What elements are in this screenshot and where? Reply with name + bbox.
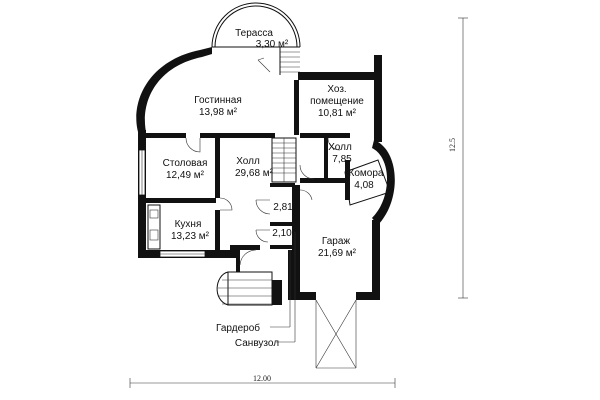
height-dimension: 12.5: [448, 138, 457, 152]
garage-name: Гараж: [322, 236, 351, 247]
terrace-name: Терасса: [235, 28, 273, 39]
hall-main-area: 29,68 м²: [235, 168, 274, 179]
interior-walls: [146, 80, 350, 300]
utility-area: 10,81 м²: [318, 108, 357, 119]
callout-leaders: [270, 232, 296, 343]
wardrobe-callout: Гардероб: [216, 322, 260, 334]
dining-name: Столовая: [163, 158, 208, 169]
doors: [185, 137, 341, 266]
windows: [138, 149, 206, 258]
dimension-lines: [129, 17, 468, 388]
closet-a-area: 2,81: [273, 202, 293, 213]
terrace-outline: [211, 2, 301, 75]
garage-area: 21,69 м²: [318, 248, 357, 259]
interior-stairs: [271, 137, 297, 183]
utility-name-line2: помещение: [310, 96, 364, 107]
pantry-name: Комора: [349, 168, 384, 179]
pantry-area: 4,08: [354, 180, 374, 191]
bathroom-callout: Санвузол: [235, 338, 279, 349]
kitchen-area: 13,23 м²: [171, 231, 210, 242]
hall-small-name: Холл: [328, 142, 352, 153]
hall-main-name: Холл: [236, 156, 260, 167]
utility-name-line1: Хоз.: [327, 84, 346, 95]
hall-small-area: 7,85: [332, 154, 352, 165]
kitchen-name: Кухня: [175, 219, 202, 230]
terrace-area: 3,30 м²: [256, 39, 289, 50]
entrance-steps: [216, 271, 282, 306]
living-area: 13,98 м²: [199, 107, 238, 118]
garage-driveway: [315, 299, 357, 369]
kitchen-counter: [147, 204, 161, 250]
pantry-walls: [344, 159, 391, 206]
width-dimension: 12.00: [253, 374, 271, 383]
dining-area: 12,49 м²: [166, 170, 205, 181]
closet-b-area: 2,10: [272, 228, 292, 239]
living-name: Гостинная: [194, 95, 242, 106]
